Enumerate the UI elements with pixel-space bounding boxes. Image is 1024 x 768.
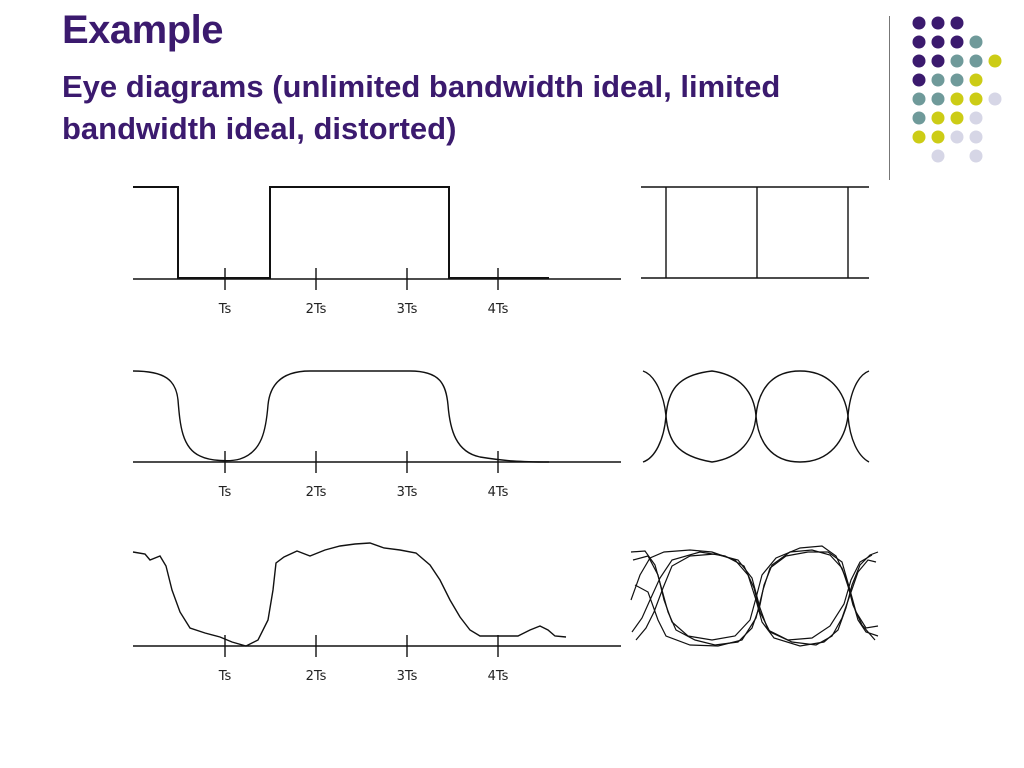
waveform-panel-distorted bbox=[132, 542, 621, 657]
decorative-dot-grid bbox=[912, 16, 1002, 163]
slide-subtitle: Eye diagrams (unlimited bandwidth ideal,… bbox=[62, 69, 781, 146]
decorative-dot bbox=[969, 130, 983, 144]
decorative-dot bbox=[931, 35, 945, 49]
tick-label-3ts: 3Ts bbox=[397, 669, 418, 684]
waveform-panel-bandlimited bbox=[132, 370, 621, 473]
distorted-waveform bbox=[132, 542, 567, 647]
decorative-dot bbox=[912, 111, 926, 125]
tick-label-ts: Ts bbox=[218, 485, 232, 500]
decorative-dot bbox=[950, 35, 964, 49]
tick-label-3ts: 3Ts bbox=[397, 302, 418, 317]
decorative-dot bbox=[969, 111, 983, 125]
decorative-dot bbox=[912, 16, 926, 30]
decorative-dot bbox=[950, 73, 964, 87]
slide-title: Example bbox=[62, 8, 224, 52]
decorative-dot bbox=[931, 111, 945, 125]
decorative-dot bbox=[950, 54, 964, 68]
tick-label-2ts: 2Ts bbox=[306, 302, 327, 317]
tick-label-2ts: 2Ts bbox=[306, 485, 327, 500]
decorative-dot bbox=[969, 35, 983, 49]
tick-label-ts: Ts bbox=[218, 302, 232, 317]
tick-label-2ts: 2Ts bbox=[306, 669, 327, 684]
waveform-panel-ideal bbox=[133, 186, 621, 290]
decorative-dot bbox=[931, 149, 945, 163]
decorative-dot bbox=[969, 92, 983, 106]
decorative-dot bbox=[912, 35, 926, 49]
title-divider bbox=[889, 16, 890, 180]
tick-label-4ts: 4Ts bbox=[488, 302, 509, 317]
eye-diagram-bandlimited bbox=[642, 370, 870, 463]
decorative-dot bbox=[950, 130, 964, 144]
bandlimited-waveform bbox=[132, 370, 550, 463]
tick-label-ts: Ts bbox=[218, 669, 232, 684]
decorative-dot bbox=[950, 111, 964, 125]
decorative-dot bbox=[950, 92, 964, 106]
decorative-dot bbox=[912, 73, 926, 87]
decorative-dot bbox=[912, 54, 926, 68]
decorative-dot bbox=[969, 149, 983, 163]
decorative-dot bbox=[912, 92, 926, 106]
decorative-dot bbox=[931, 16, 945, 30]
decorative-dot bbox=[988, 92, 1002, 106]
decorative-dot bbox=[931, 73, 945, 87]
decorative-dot bbox=[988, 54, 1002, 68]
decorative-dot bbox=[950, 16, 964, 30]
decorative-dot bbox=[931, 54, 945, 68]
eye-diagram-ideal bbox=[641, 186, 869, 279]
eye-diagram-distorted bbox=[630, 545, 879, 647]
ideal-pulse-waveform bbox=[133, 186, 549, 279]
tick-label-4ts: 4Ts bbox=[488, 485, 509, 500]
decorative-dot bbox=[912, 130, 926, 144]
tick-label-4ts: 4Ts bbox=[488, 669, 509, 684]
decorative-dot bbox=[931, 130, 945, 144]
decorative-dot bbox=[931, 92, 945, 106]
decorative-dot bbox=[969, 54, 983, 68]
tick-label-3ts: 3Ts bbox=[397, 485, 418, 500]
decorative-dot bbox=[969, 73, 983, 87]
